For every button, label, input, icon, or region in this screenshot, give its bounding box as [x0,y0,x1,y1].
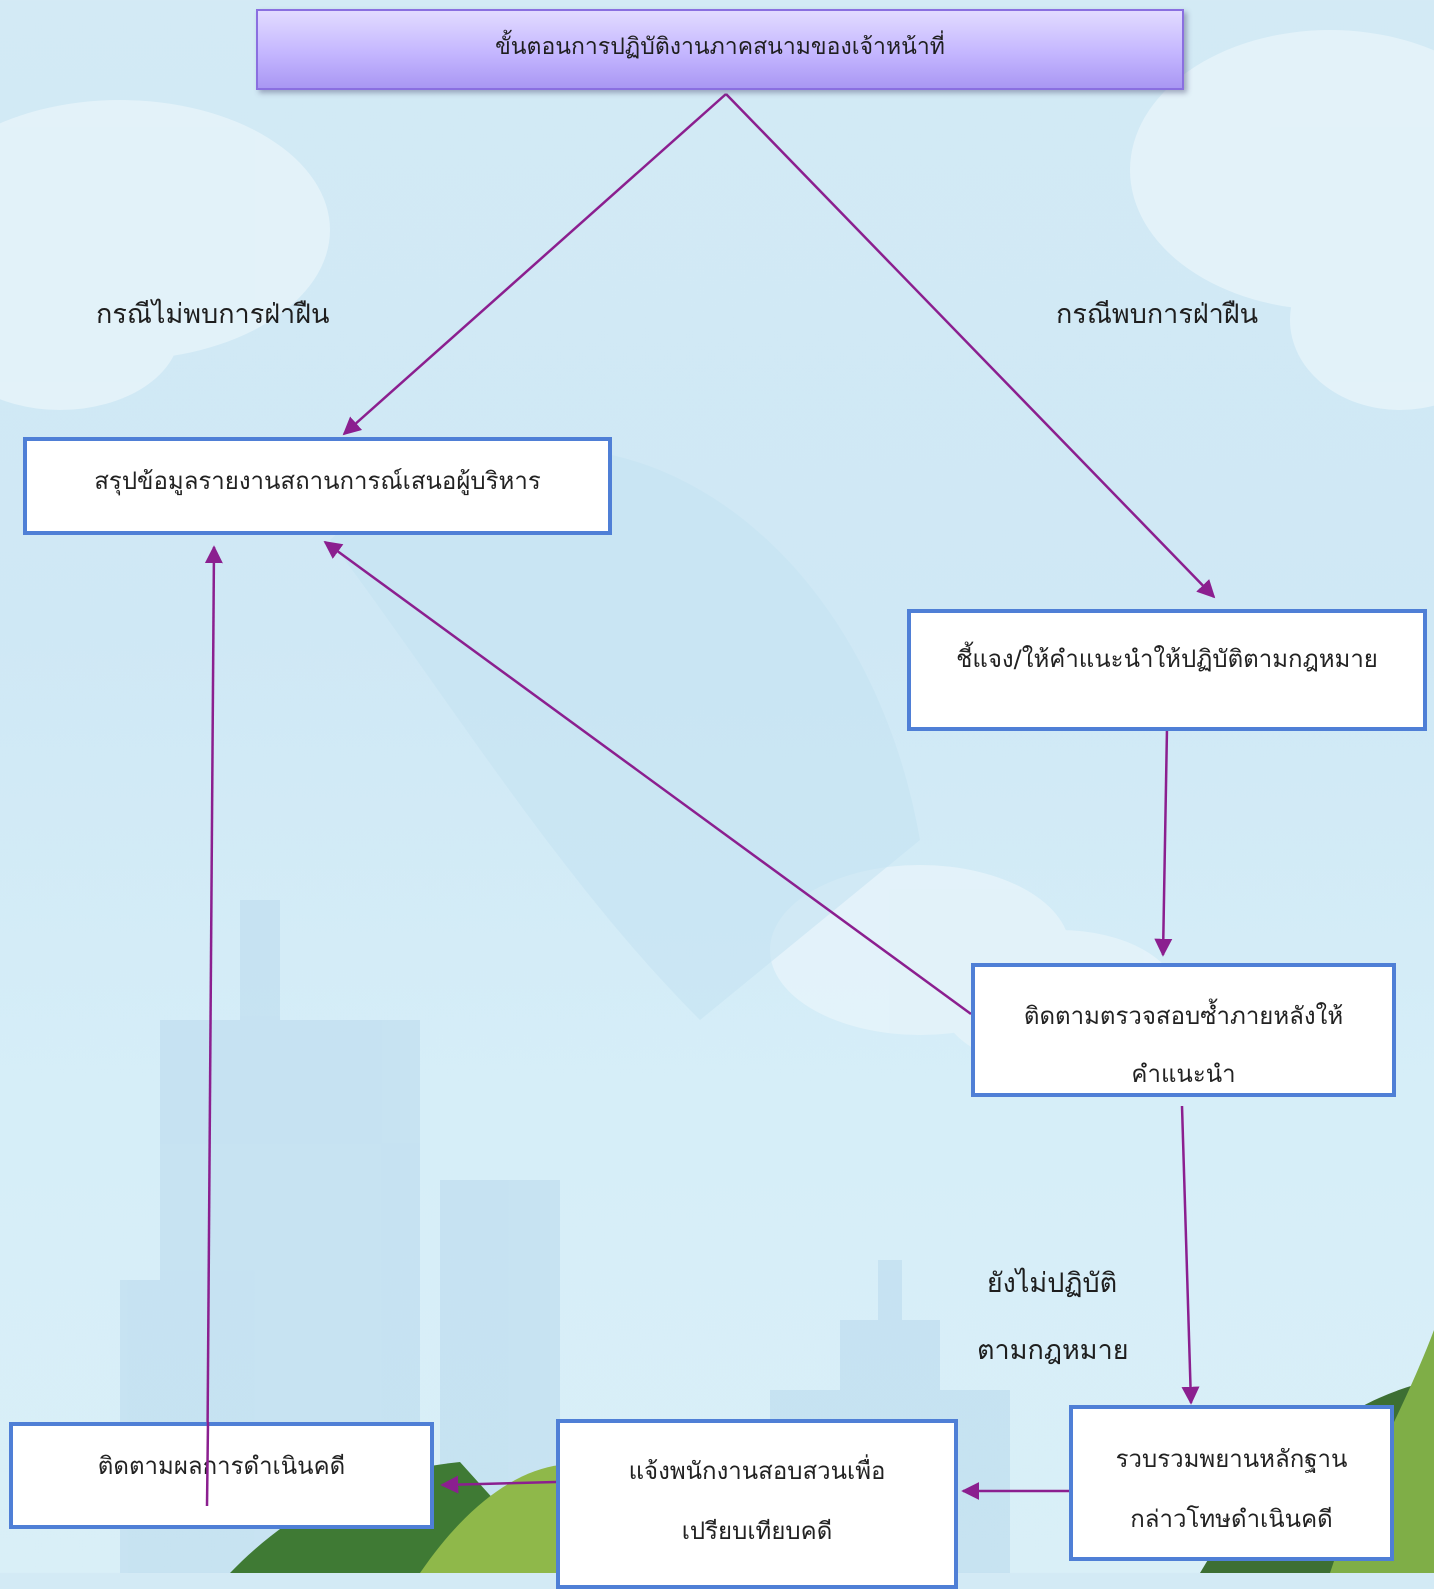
box-evidence-line2: กล่าวโทษดำเนินคดี [1130,1505,1333,1533]
arrow-recheck-to-evidence [1180,1105,1200,1405]
box-recheck: ติดตามตรวจสอบซ้ำภายหลังให้ คำแนะนำ [971,963,1396,1097]
box-recheck-line1: ติดตามตรวจสอบซ้ำภายหลังให้ [1023,1002,1344,1030]
label-no-violation: กรณีไม่พบการฝ่าฝืน [96,299,330,330]
box-evidence-line1: รวบรวมพยานหลักฐาน [1115,1445,1348,1473]
arrow-notify-to-track [440,1475,557,1494]
flowchart-title-text: ขั้นตอนการปฏิบัติงานภาคสนามของเจ้าหน้าที… [495,34,945,60]
flowchart-title: ขั้นตอนการปฏิบัติงานภาคสนามของเจ้าหน้าที… [256,9,1184,90]
arrow-track-to-summary [204,545,223,1507]
box-advise-text: ชี้แจง/ให้คำแนะนำให้ปฏิบัติตามกฎหมาย [956,645,1378,673]
box-summary-report-text: สรุปข้อมูลรายงานสถานการณ์เสนอผู้บริหาร [94,467,541,495]
box-track-case-text: ติดตามผลการดำเนินคดี [97,1452,346,1480]
box-notify-investigator: แจ้งพนักงานสอบสวนเพื่อ เปรียบเทียบคดี [556,1419,958,1589]
box-track-case: ติดตามผลการดำเนินคดี [9,1422,434,1529]
label-not-comply-line2: ตามกฎหมาย [977,1335,1129,1366]
label-not-comply: ยังไม่ปฏิบัติ ตามกฎหมาย [977,1250,1129,1384]
label-not-comply-line1: ยังไม่ปฏิบัติ [986,1268,1118,1299]
box-evidence: รวบรวมพยานหลักฐาน กล่าวโทษดำเนินคดี [1069,1405,1394,1561]
arrow-recheck-to-summary [323,540,972,1016]
arrow-title-to-advise [725,93,1216,599]
box-summary-report: สรุปข้อมูลรายงานสถานการณ์เสนอผู้บริหาร [23,437,612,535]
label-violation: กรณีพบการฝ่าฝืน [1056,299,1259,330]
arrow-title-to-summary [342,93,727,436]
arrow-advise-to-recheck [1154,727,1173,957]
box-notify-line2: เปรียบเทียบคดี [681,1517,833,1545]
box-notify-line1: แจ้งพนักงานสอบสวนเพื่อ [628,1457,886,1485]
box-advise: ชี้แจง/ให้คำแนะนำให้ปฏิบัติตามกฎหมาย [907,609,1427,731]
box-recheck-line2: คำแนะนำ [1131,1060,1236,1088]
